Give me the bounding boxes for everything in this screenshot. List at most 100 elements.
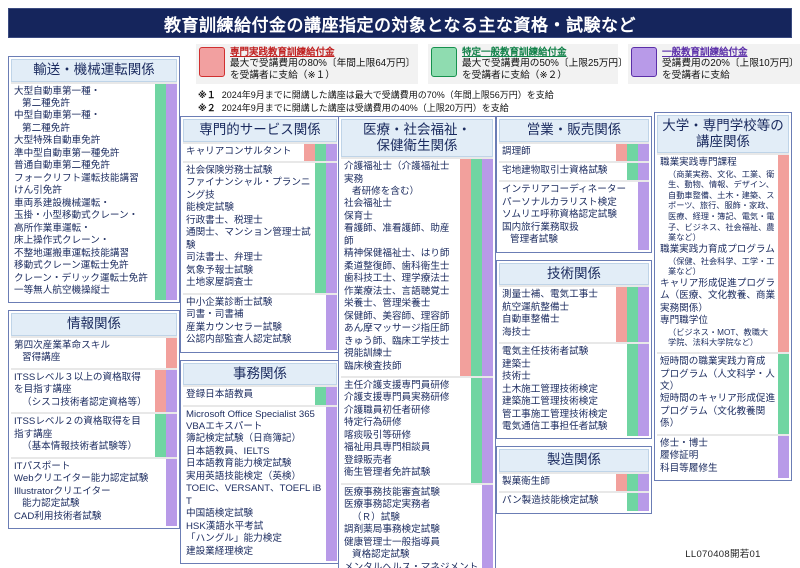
benefit-group: パン製造技能検定試験 xyxy=(499,491,649,511)
legend-item-purple: 一般教育訓練給付金受講費用の20%〔上限10万円〕を受講者に支給 xyxy=(628,44,800,85)
list-item: 科目等履修生 xyxy=(660,462,718,474)
benefit-bar-red-icon xyxy=(166,338,177,368)
benefit-bar-purple-icon xyxy=(482,378,493,483)
benefit-group: 介護福祉士（介護福祉士実務者研修を含む）社会福祉士保育士看護師、准看護師、助産師… xyxy=(341,157,493,376)
benefit-bar-purple-icon xyxy=(166,369,177,413)
qualification-list: 職業実践専門課程（商業実務、文化、工業、衛生、動物、情報、デザイン、自動車整備、… xyxy=(657,155,778,352)
list-item: 喀痰吸引等研修 xyxy=(344,429,412,441)
list-item: 建設業経理検定 xyxy=(186,545,254,557)
column-transport-information: 輸送・機械運転関係大型自動車第一種・第二種免許中型自動車第一種・第二種免許大型特… xyxy=(8,56,180,536)
page-title: 教育訓練給付金の講座指定の対象となる主な資格・試験など xyxy=(164,15,636,35)
category-heading: 事務関係 xyxy=(183,362,337,386)
legend-item-red: 専門実践教育訓練給付金最大で受講費用の80%〔年間上限64万円〕を受講者に支給（… xyxy=(196,44,418,85)
benefit-bar-purple-icon xyxy=(166,414,177,457)
qualification-list: 大型自動車第一種・第二種免許中型自動車第一種・第二種免許大型特殊自動車免許準中型… xyxy=(11,84,155,301)
benefit-group: 調理師 xyxy=(499,141,649,161)
benefit-bar-purple-icon xyxy=(778,435,789,479)
legend-note-mark: ※２ xyxy=(198,103,216,114)
column-university-vocational: 大学・専門学校等の 講座関係職業実践専門課程（商業実務、文化、工業、衛生、動物、… xyxy=(654,112,792,488)
list-item: 第二種免許 xyxy=(22,122,70,134)
list-item: きゅう師、臨床工学技士 xyxy=(344,335,450,347)
list-item: （シスコ技術者認定資格等） xyxy=(22,396,147,408)
benefit-group: 登録日本語教員 xyxy=(183,385,337,405)
category-heading: 製造関係 xyxy=(499,449,649,472)
list-item: （ビジネス・MOT、教職大学院、法科大学院など） xyxy=(668,327,769,348)
list-item: キャリア形成促進プログラ xyxy=(660,277,776,289)
benefit-bar-green-icon xyxy=(155,83,166,301)
qualification-list: 修士・博士履修証明科目等履修生 xyxy=(657,436,778,478)
benefit-group: 測量士補、電気工事士航空運航整備士自動車整備士海技士 xyxy=(499,285,649,343)
list-item: 主任介護支援専門員研修 xyxy=(344,380,450,391)
list-item: HSK漢語水平考試 xyxy=(186,520,264,532)
legend-item-line1: 最大で受講費用の80%〔年間上限64万円〕 xyxy=(230,58,416,70)
list-item: 栄養士、管理栄養士 xyxy=(344,298,431,310)
benefit-bar-green-icon xyxy=(627,287,638,343)
list-item: 介護福祉士（介護福祉士実務 xyxy=(344,161,450,185)
list-item: 保育士 xyxy=(344,210,373,222)
qualification-list: 調理師 xyxy=(499,144,616,161)
list-item: 電気通信工事担任者試験 xyxy=(502,421,608,432)
list-item: 視能訓練士 xyxy=(344,348,392,360)
list-item: 一等無人航空機操縦士 xyxy=(14,285,110,297)
list-item: 土木施工管理技術検定 xyxy=(502,383,598,395)
category-heading: 情報関係 xyxy=(11,313,177,336)
legend-text: 一般教育訓練給付金受講費用の20%〔上限10万円〕を受講者に支給 xyxy=(662,47,799,81)
benefit-group: 大型自動車第一種・第二種免許中型自動車第一種・第二種免許大型特殊自動車免許準中型… xyxy=(11,81,177,301)
list-item: 習得講座 xyxy=(22,352,61,364)
list-item: 中型自動車第一種・ xyxy=(14,110,101,122)
benefit-bar-purple-icon xyxy=(638,493,649,511)
benefit-color-bars xyxy=(315,162,337,293)
list-item: プログラム（文化教養関係） xyxy=(660,405,766,430)
list-item: 管工事施工管理技術検定 xyxy=(502,408,608,420)
list-item: 介護職員初任者研修 xyxy=(344,404,431,416)
benefit-bar-purple-icon xyxy=(482,484,493,568)
category-heading: 医療・社会福祉・ 保健衛生関係 xyxy=(341,119,493,158)
list-item: 実用英語技能検定（英検） xyxy=(186,470,302,482)
qualification-list: インテリアコーディネーターパーソナルカラリスト検定ソムリエ呼称資格認定試験国内旅… xyxy=(499,182,638,249)
category-heading: 営業・販売関係 xyxy=(499,119,649,142)
legend-item-line1: 受講費用の20%〔上限10万円〕 xyxy=(662,58,799,70)
list-item: 作業療法士、言語聴覚士 xyxy=(344,285,450,297)
benefit-color-bars xyxy=(155,369,177,413)
benefit-group: 短時間の職業実践力育成プログラム（人文科学・人文）短時間のキャリア形成促進プログ… xyxy=(657,352,789,434)
benefit-bar-purple-icon xyxy=(326,143,337,161)
list-item: 宅地建物取引士資格試験 xyxy=(502,164,608,176)
legend-text: 特定一般教育訓練給付金最大で受講費用の50%〔上限25万円〕を受講者に支給（※２… xyxy=(462,47,628,81)
list-item: Webクリエイター能力認定試験 xyxy=(14,473,149,485)
list-item: パン製造技能検定試験 xyxy=(502,495,599,507)
category-panel: 大学・専門学校等の 講座関係職業実践専門課程（商業実務、文化、工業、衛生、動物、… xyxy=(654,112,792,482)
legend-note-text: 2024年9月までに開講した講座は受講費用の40%（上限20万円）を支給 xyxy=(221,103,509,114)
list-item: 介護支援専門員実務研修 xyxy=(344,392,450,404)
benefit-bar-red-icon xyxy=(616,473,627,492)
qualification-list: パン製造技能検定試験 xyxy=(499,493,627,510)
list-item: 海技士 xyxy=(502,326,531,338)
qualification-list: 介護福祉士（介護福祉士実務者研修を含む）社会福祉士保育士看護師、准看護師、助産師… xyxy=(341,159,460,376)
benefit-color-bars xyxy=(304,143,337,161)
benefit-bar-red-icon xyxy=(155,369,166,413)
list-item: 登録日本語教員 xyxy=(186,389,254,401)
legend: 専門実践教育訓練給付金最大で受講費用の80%〔年間上限64万円〕を受講者に支給（… xyxy=(196,44,800,115)
list-item: 日本語教員、IELTS xyxy=(186,445,270,457)
list-item: 中小企業診断士試験 xyxy=(186,296,273,308)
list-item: けん引免許 xyxy=(14,185,62,197)
benefit-color-bars xyxy=(166,338,177,368)
list-item: 職業実践力育成プログラム xyxy=(660,244,775,256)
column-sales-technical-manufacturing: 営業・販売関係調理師宅地建物取引士資格試験インテリアコーディネーターパーソナルカ… xyxy=(496,116,652,521)
list-item: 看護師、准看護師、助産師 xyxy=(344,223,450,247)
benefit-group: 社会保険労務士試験ファイナンシャル・プランニング技能検定試験行政書士、税理士通関… xyxy=(183,160,337,293)
benefit-bar-green-icon xyxy=(471,378,482,483)
list-item: 柔道整復師、歯科衛生士 xyxy=(344,260,450,272)
list-item: Illustratorクリエイター xyxy=(14,485,111,497)
list-item: （商業実務、文化、工業、衛生、動物、情報、デザイン、自動車整備、土木・建築、スポ… xyxy=(668,169,775,243)
list-item: 建築施工管理技術検定 xyxy=(502,396,598,408)
benefit-color-bars xyxy=(155,414,177,457)
benefit-group: 中小企業診断士試験司書・司書補産業カウンセラー試験公認内部監査人認定試験 xyxy=(183,292,337,350)
benefit-color-bars xyxy=(166,458,177,527)
benefit-bar-green-icon xyxy=(627,493,638,511)
legend-item-green: 特定一般教育訓練給付金最大で受講費用の50%〔上限25万円〕を受講者に支給（※２… xyxy=(428,44,628,85)
